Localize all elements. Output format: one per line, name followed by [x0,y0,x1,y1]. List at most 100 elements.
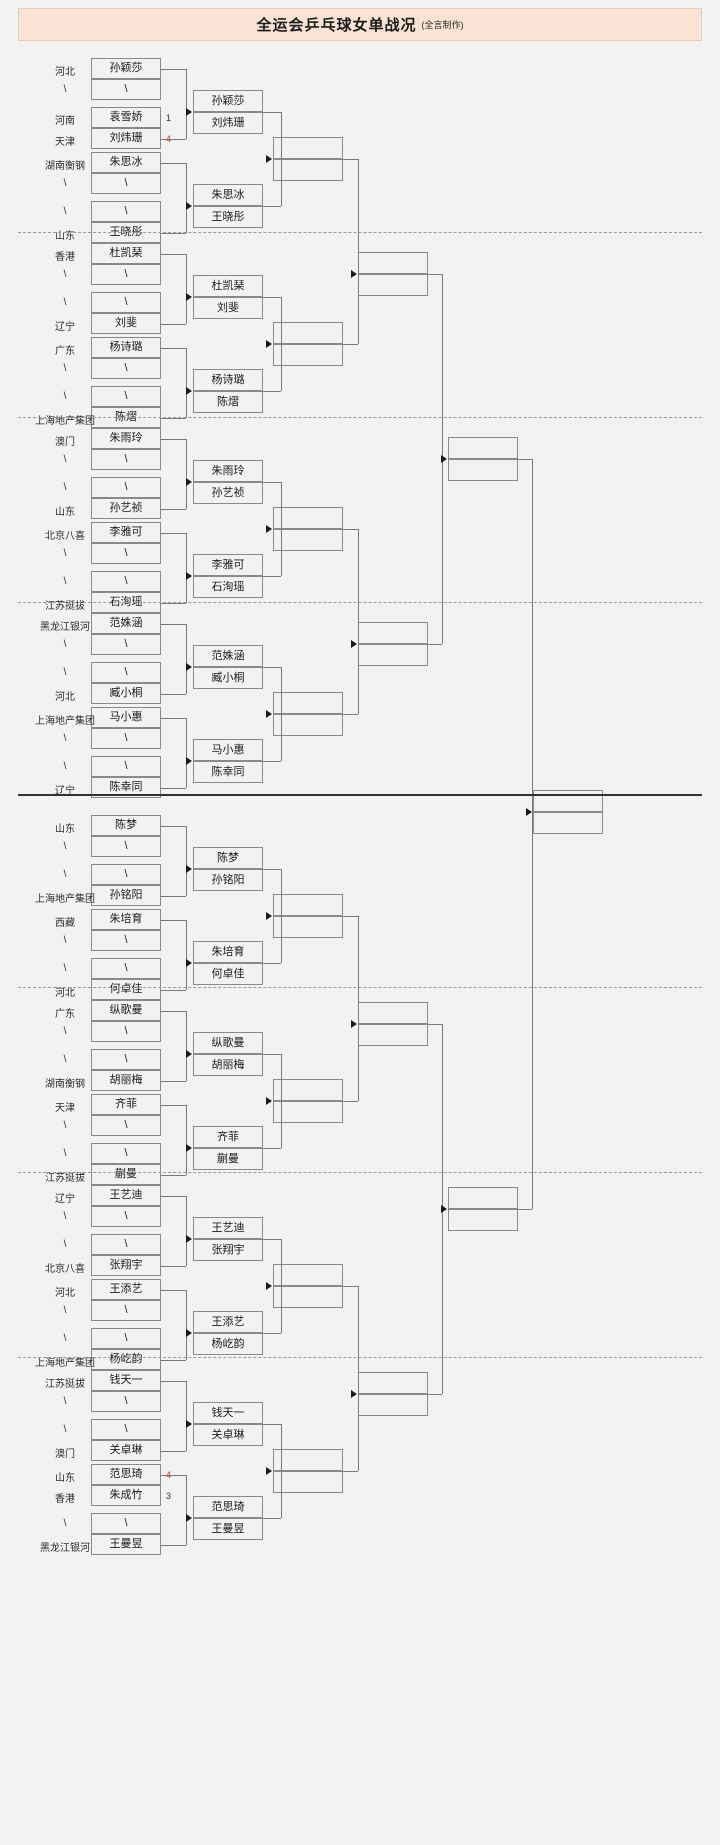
round3-box-bottom[interactable] [273,1286,343,1308]
entrant-slot[interactable]: 张翔宇 [91,1255,161,1276]
entrant-slot[interactable]: 杨屹韵 [91,1349,161,1370]
entrant-slot[interactable]: 孙铭阳 [91,885,161,906]
round3-box-top[interactable] [273,1264,343,1286]
entrant-slot[interactable]: \ [91,1328,161,1349]
entrant-slot[interactable]: \ [91,1049,161,1070]
round4-box-bottom[interactable] [358,644,428,666]
entrant-slot[interactable]: \ [91,728,161,749]
entrant-slot[interactable]: \ [91,634,161,655]
entrant-slot[interactable]: \ [91,756,161,777]
match-winner-bottom[interactable]: 孙艺祯 [193,482,263,504]
match-winner-bottom[interactable]: 蒯曼 [193,1148,263,1170]
round4-box-bottom[interactable] [358,1024,428,1046]
entrant-slot[interactable]: 王添艺 [91,1279,161,1300]
match-winner-bottom[interactable]: 陈熠 [193,391,263,413]
entrant-slot[interactable]: \ [91,358,161,379]
entrant-slot[interactable]: \ [91,571,161,592]
entrant-slot[interactable]: 齐菲 [91,1094,161,1115]
match-winner-top[interactable]: 朱思冰 [193,184,263,206]
match-winner-top[interactable]: 纵歌曼 [193,1032,263,1054]
match-winner-bottom[interactable]: 陈幸同 [193,761,263,783]
round3-box-bottom[interactable] [273,714,343,736]
entrant-slot[interactable]: 马小惠 [91,707,161,728]
entrant-slot[interactable]: 刘炜珊 [91,128,161,149]
entrant-slot[interactable]: 范思琦 [91,1464,161,1485]
entrant-slot[interactable]: 孙艺祯 [91,498,161,519]
match-winner-bottom[interactable]: 石洵瑶 [193,576,263,598]
entrant-slot[interactable]: \ [91,477,161,498]
round3-box-bottom[interactable] [273,1471,343,1493]
match-winner-top[interactable]: 孙颖莎 [193,90,263,112]
entrant-slot[interactable]: 孙颖莎 [91,58,161,79]
entrant-slot[interactable]: \ [91,930,161,951]
entrant-slot[interactable]: 李雅可 [91,522,161,543]
entrant-slot[interactable]: 杨诗璐 [91,337,161,358]
entrant-slot[interactable]: 陈幸同 [91,777,161,798]
entrant-slot[interactable]: \ [91,543,161,564]
final-box-bottom[interactable] [533,812,603,834]
match-winner-top[interactable]: 范姝涵 [193,645,263,667]
round3-box-bottom[interactable] [273,344,343,366]
entrant-slot[interactable]: \ [91,292,161,313]
entrant-slot[interactable]: \ [91,1143,161,1164]
entrant-slot[interactable]: 何卓佳 [91,979,161,1000]
entrant-slot[interactable]: \ [91,264,161,285]
round3-box-top[interactable] [273,692,343,714]
match-winner-bottom[interactable]: 王曼昱 [193,1518,263,1540]
round5-box-top[interactable] [448,1187,518,1209]
round3-box-bottom[interactable] [273,1101,343,1123]
match-winner-top[interactable]: 齐菲 [193,1126,263,1148]
entrant-slot[interactable]: 王曼昱 [91,1534,161,1555]
round3-box-top[interactable] [273,507,343,529]
entrant-slot[interactable]: 朱成竹 [91,1485,161,1506]
entrant-slot[interactable]: \ [91,1300,161,1321]
entrant-slot[interactable]: \ [91,1391,161,1412]
entrant-slot[interactable]: \ [91,449,161,470]
entrant-slot[interactable]: \ [91,386,161,407]
entrant-slot[interactable]: \ [91,1021,161,1042]
entrant-slot[interactable]: \ [91,1234,161,1255]
round4-box-top[interactable] [358,1372,428,1394]
match-winner-bottom[interactable]: 关卓琳 [193,1424,263,1446]
round3-box-bottom[interactable] [273,159,343,181]
entrant-slot[interactable]: \ [91,662,161,683]
match-winner-top[interactable]: 马小惠 [193,739,263,761]
entrant-slot[interactable]: \ [91,173,161,194]
match-winner-top[interactable]: 朱雨玲 [193,460,263,482]
round4-box-bottom[interactable] [358,274,428,296]
entrant-slot[interactable]: \ [91,1513,161,1534]
round5-box-top[interactable] [448,437,518,459]
match-winner-bottom[interactable]: 刘炜珊 [193,112,263,134]
round5-box-bottom[interactable] [448,1209,518,1231]
match-winner-top[interactable]: 陈梦 [193,847,263,869]
entrant-slot[interactable]: \ [91,1206,161,1227]
round4-box-bottom[interactable] [358,1394,428,1416]
entrant-slot[interactable]: 蒯曼 [91,1164,161,1185]
entrant-slot[interactable]: 胡丽梅 [91,1070,161,1091]
match-winner-bottom[interactable]: 王晓彤 [193,206,263,228]
match-winner-top[interactable]: 杨诗璐 [193,369,263,391]
entrant-slot[interactable]: \ [91,864,161,885]
entrant-slot[interactable]: 朱雨玲 [91,428,161,449]
entrant-slot[interactable]: 臧小桐 [91,683,161,704]
round3-box-top[interactable] [273,1079,343,1101]
round4-box-top[interactable] [358,622,428,644]
match-winner-bottom[interactable]: 臧小桐 [193,667,263,689]
round4-box-top[interactable] [358,1002,428,1024]
entrant-slot[interactable]: 范姝涵 [91,613,161,634]
match-winner-top[interactable]: 朱培育 [193,941,263,963]
entrant-slot[interactable]: 杜凯琹 [91,243,161,264]
entrant-slot[interactable]: \ [91,1419,161,1440]
match-winner-top[interactable]: 范思琦 [193,1496,263,1518]
entrant-slot[interactable]: 陈梦 [91,815,161,836]
match-winner-bottom[interactable]: 胡丽梅 [193,1054,263,1076]
round5-box-bottom[interactable] [448,459,518,481]
round3-box-top[interactable] [273,1449,343,1471]
match-winner-bottom[interactable]: 张翔宇 [193,1239,263,1261]
entrant-slot[interactable]: \ [91,201,161,222]
match-winner-top[interactable]: 王添艺 [193,1311,263,1333]
match-winner-bottom[interactable]: 刘斐 [193,297,263,319]
entrant-slot[interactable]: 朱思冰 [91,152,161,173]
match-winner-top[interactable]: 王艺迪 [193,1217,263,1239]
entrant-slot[interactable]: 钱天一 [91,1370,161,1391]
